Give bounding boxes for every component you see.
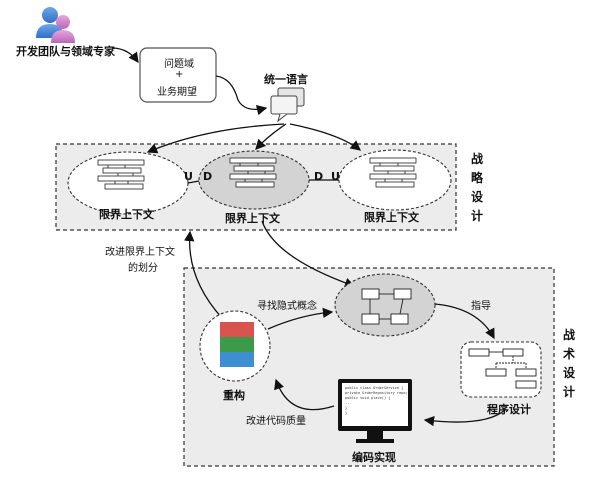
arrow-refactor-to-concepts (267, 307, 334, 330)
concepts-model-icon (361, 288, 412, 325)
model-icon-right (369, 157, 417, 188)
arrow-team-to-problem (111, 47, 139, 64)
code-lines: public class OrderService { private Orde… (345, 386, 408, 415)
tactical-title-char: 设 (562, 366, 575, 380)
model-icon-center (229, 157, 277, 188)
context-label-right: 限界上下文 (364, 211, 419, 224)
edge-find-concepts: 寻找隐式概念 (257, 301, 317, 312)
edge-guide: 指导 (471, 301, 491, 312)
arrow-context-to-concepts (261, 220, 356, 288)
arrow-design-to-coding (423, 409, 506, 427)
svg-text:private OrderRepository repo;: private OrderRepository repo; (345, 391, 408, 395)
svg-text:public void place() {: public void place() { (345, 396, 390, 400)
strategic-title-char: 设 (470, 190, 483, 204)
problem-line-1: 问题域 (164, 59, 194, 70)
arrow-language-to-left (146, 123, 285, 154)
svg-text:}: } (345, 406, 347, 410)
strategic-title-char: 计 (470, 209, 483, 223)
monitor-icon (338, 379, 412, 443)
svg-text:}: } (345, 411, 347, 415)
strategic-title-char: 战 (470, 152, 483, 166)
context-label-left: 限界上下文 (99, 208, 154, 221)
arrow-coding-to-refactor (274, 378, 335, 411)
tactical-title-char: 战 (562, 328, 575, 342)
strategic-title: 战 略 设 计 (470, 150, 484, 226)
svg-text:public class OrderService {: public class OrderService { (345, 386, 403, 390)
tactical-title-char: 术 (562, 347, 575, 361)
feedback-line-2: 的划分 (128, 263, 158, 274)
relation-d-left: D (203, 170, 213, 183)
arrow-refactor-feedback (184, 230, 223, 319)
arrow-concepts-to-design (434, 303, 495, 340)
svg-text:...: ... (345, 401, 352, 405)
relation-u-left: U (184, 170, 193, 183)
arrow-language-to-right (289, 123, 362, 151)
arrow-language-to-center (255, 123, 287, 150)
relation-u-right: U (331, 170, 340, 183)
language-icon (270, 87, 305, 123)
problem-box (139, 47, 217, 103)
refactor-block-blue (220, 352, 254, 367)
problem-line-3: 业务期望 (157, 87, 197, 98)
feedback-line-1: 改进限界上下文 (105, 247, 175, 258)
node-coding: 编码实现 (352, 451, 396, 464)
context-label-center: 限界上下文 (225, 212, 280, 225)
design-model-icon (468, 348, 537, 389)
team-icon (36, 7, 75, 43)
refactor-block-green (220, 337, 254, 352)
tactical-title-char: 计 (562, 385, 575, 399)
refactor-block-red (220, 322, 254, 337)
edge-improve-quality: 改进代码质量 (246, 416, 306, 427)
language-label: 统一语言 (264, 73, 308, 86)
concepts-ellipse (334, 273, 436, 337)
relation-line-left (187, 180, 200, 184)
tactical-title: 战 术 设 计 (562, 326, 576, 402)
strategic-title-char: 略 (470, 171, 483, 185)
node-design: 程序设计 (487, 403, 531, 416)
relation-d-right: D (314, 170, 324, 183)
node-refactor: 重构 (223, 389, 245, 402)
team-label: 开发团队与领域专家 (16, 45, 115, 58)
problem-line-2: + (175, 69, 184, 80)
model-icon-left (97, 159, 145, 190)
arrow-problem-to-language (215, 75, 268, 116)
